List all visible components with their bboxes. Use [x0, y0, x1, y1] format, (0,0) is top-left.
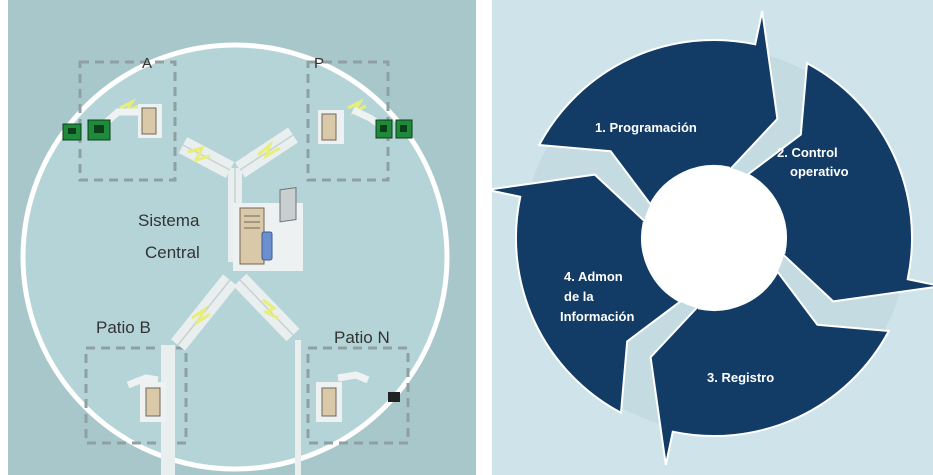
step-2-label-line2: operativo — [790, 164, 849, 179]
cycle-diagram: 1. Programación 2. Control operativo 3. … — [492, 0, 933, 475]
central-label-line2: Central — [145, 243, 200, 262]
patio-top-right-server-icon — [318, 110, 344, 144]
patio-a-label: A — [142, 55, 152, 72]
patio-n-label: Patio N — [334, 328, 390, 347]
patio-a-server-icon — [138, 104, 162, 138]
network-topology-panel: A P Sistema Central Patio B Patio N — [8, 0, 476, 475]
step-3-label: 3. Registro — [707, 370, 774, 385]
patio-n-server-icon — [316, 382, 342, 422]
patio-b-label: Patio B — [96, 318, 151, 337]
cycle-center — [642, 166, 786, 310]
step-2-label-line1: 2. Control — [777, 145, 838, 160]
central-label-line1: Sistema — [138, 211, 200, 230]
patio-b-server-icon — [140, 382, 166, 422]
process-cycle-panel: 1. Programación 2. Control operativo 3. … — [492, 0, 933, 475]
step-4-label-line1: 4. Admon — [564, 269, 623, 284]
network-diagram: A P Sistema Central Patio B Patio N — [8, 0, 476, 475]
step-4-label-line2: de la — [564, 289, 594, 304]
patio-top-right-label: P — [314, 55, 324, 72]
step-4-label-line3: Información — [560, 309, 634, 324]
router-icon — [388, 392, 400, 402]
step-1-label: 1. Programación — [595, 120, 697, 135]
